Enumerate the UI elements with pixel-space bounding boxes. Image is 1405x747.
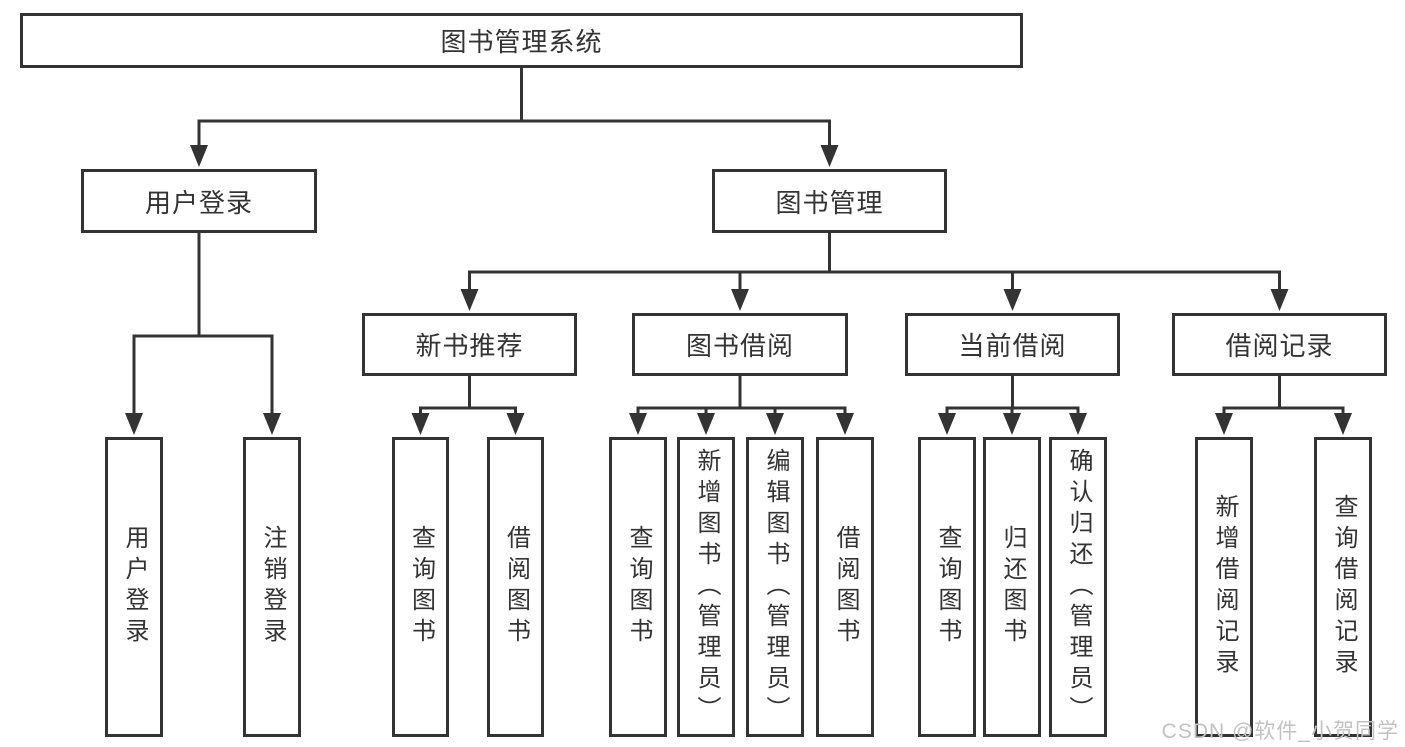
arrowhead-down-icon [190,145,208,167]
node-user-login-label: 用户登录 [144,187,253,218]
arrowhead-down-icon [506,413,525,435]
leaf-label: 查询图书 [407,525,435,649]
leaf-label: 编辑图书（管理员） [762,447,789,727]
node-new-book-recommend-label: 新书推荐 [415,331,524,361]
arrowhead-down-icon [697,413,715,435]
arrowhead-down-icon [125,413,143,435]
leaf-return-books: 归还图书 [983,437,1041,737]
arrowhead-down-icon [629,413,647,435]
leaf-label: 用户登录 [121,525,148,649]
leaf-borrow-books: 借阅图书 [487,437,544,737]
arrowhead-down-icon [766,413,784,435]
arrowhead-down-icon [1215,413,1233,435]
arrowhead-down-icon [820,145,839,167]
leaf-edit-books-admin: 编辑图书（管理员） [746,437,804,737]
arrowhead-down-icon [1003,413,1021,435]
leaf-query-borrow-record: 查询借阅记录 [1314,437,1372,737]
arrowhead-down-icon [460,289,479,311]
leaf-query-books: 查询图书 [918,437,976,737]
arrowhead-down-icon [411,413,430,435]
arrowhead-down-icon [1003,289,1022,311]
leaf-label: 确认归还（管理员） [1065,447,1092,727]
arrowhead-down-icon [938,413,956,435]
arrowhead-down-icon [731,289,749,311]
node-book-management: 图书管理 [712,169,947,233]
node-new-book-recommend: 新书推荐 [362,313,577,376]
node-root-label: 图书管理系统 [440,27,603,57]
node-borrowing-records: 借阅记录 [1172,313,1387,376]
node-root: 图书管理系统 [20,13,1023,68]
leaf-label: 新增图书（管理员） [693,447,720,727]
node-book-borrowing: 图书借阅 [632,313,848,376]
leaf-label: 查询图书 [625,525,652,649]
leaf-label: 归还图书 [999,525,1026,649]
leaf-label: 查询图书 [934,525,961,649]
node-book-borrowing-label: 图书借阅 [685,331,794,361]
arrowhead-down-icon [1334,413,1352,435]
leaf-label: 借阅图书 [502,525,530,649]
leaf-query-books: 查询图书 [392,437,449,737]
leaf-logout: 注销登录 [243,437,301,737]
node-current-borrowing: 当前借阅 [905,313,1120,376]
arrowhead-down-icon [263,413,281,435]
leaf-borrow-books: 借阅图书 [816,437,874,737]
leaf-confirm-return-admin: 确认归还（管理员） [1049,437,1107,737]
csdn-watermark: CSDN @软件_小贺同学 [1161,720,1399,743]
leaf-label: 借阅图书 [832,525,859,649]
node-current-borrowing-label: 当前借阅 [958,331,1067,361]
arrowhead-down-icon [836,413,854,435]
leaf-label: 注销登录 [259,525,286,649]
node-borrowing-records-label: 借阅记录 [1225,331,1334,361]
leaf-label: 新增借阅记录 [1211,494,1238,680]
leaf-add-books-admin: 新增图书（管理员） [677,437,735,737]
leaf-label: 查询借阅记录 [1330,494,1357,680]
arrowhead-down-icon [1069,413,1087,435]
leaf-query-books: 查询图书 [609,437,667,737]
leaf-add-borrow-record: 新增借阅记录 [1195,437,1253,737]
leaf-user-login: 用户登录 [105,437,163,737]
arrowhead-down-icon [1270,289,1289,311]
node-user-login: 用户登录 [81,169,317,233]
node-book-management-label: 图书管理 [775,187,884,218]
